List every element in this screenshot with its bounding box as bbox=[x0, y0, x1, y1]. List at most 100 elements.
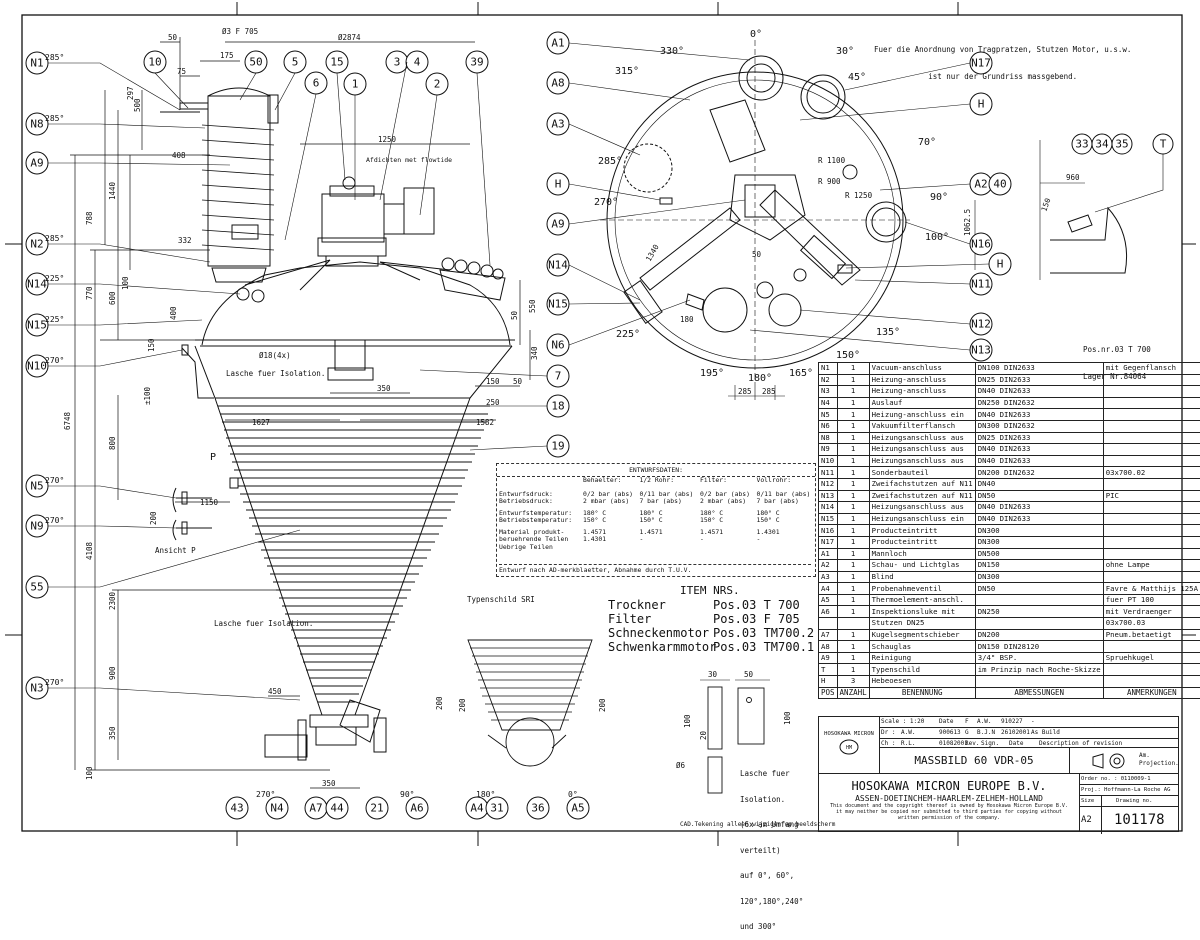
design-data-table: Behaelter: 1/2 Rohr: Filter: Vollrohr: E… bbox=[497, 477, 815, 551]
bubble-a9-plan: A9 bbox=[547, 213, 569, 235]
parts-cell: DN200 DIN2632 bbox=[975, 467, 1103, 479]
plan-angle-135: 135° bbox=[876, 327, 900, 338]
svg-text:50: 50 bbox=[249, 56, 262, 69]
parts-cell bbox=[1103, 420, 1200, 432]
parts-cell: Favre & Matthijs 125A bbox=[1103, 583, 1200, 595]
dim-350-v: 350 bbox=[108, 726, 117, 740]
parts-cell bbox=[975, 676, 1103, 688]
tb-dr-date: 900613 bbox=[939, 728, 965, 738]
dim-100-a: 100 bbox=[121, 276, 130, 290]
design-value: - bbox=[639, 536, 696, 544]
bubble-n6: N6 bbox=[547, 334, 569, 356]
svg-text:A9: A9 bbox=[30, 157, 43, 170]
parts-cell: 1 bbox=[837, 513, 869, 525]
dim-408: 408 bbox=[172, 151, 186, 160]
svg-text:15: 15 bbox=[330, 56, 343, 69]
parts-cell: N12 bbox=[819, 478, 838, 490]
bubble-a5: A5 bbox=[567, 797, 589, 819]
pos-note-line-1: Pos.nr.03 T 700 bbox=[1083, 345, 1151, 354]
label-lasche-2: Lasche fuer Isolation. bbox=[214, 619, 313, 628]
svg-text:N4: N4 bbox=[270, 802, 284, 815]
dim-50-top: 50 bbox=[168, 33, 178, 42]
item-pos: Pos.03 TM700.2 bbox=[713, 626, 814, 640]
design-label: Uebrige Teilen bbox=[499, 544, 579, 552]
order-no: Order no. : 0110009-1 bbox=[1079, 774, 1178, 785]
tb-date-label: Date bbox=[939, 717, 965, 727]
parts-cell: A9 bbox=[819, 652, 838, 664]
svg-text:A8: A8 bbox=[551, 77, 564, 90]
parts-cell bbox=[1103, 478, 1200, 490]
parts-cell: Zweifachstutzen auf N11 bbox=[869, 478, 975, 490]
svg-text:39: 39 bbox=[470, 56, 483, 69]
parts-cell: T bbox=[819, 664, 838, 676]
bubble-n11: N11 bbox=[970, 273, 992, 295]
tb-as-build: As Build bbox=[1031, 728, 1060, 738]
bubble-4: 4 bbox=[406, 51, 428, 73]
dim-400: 400 bbox=[169, 306, 178, 320]
dim-1150: 1150 bbox=[200, 498, 219, 507]
sub-dim-100-a: 100 bbox=[683, 714, 692, 728]
parts-cell: Schau- und Lichtglas bbox=[869, 560, 975, 572]
parts-cell: Typenschild bbox=[869, 664, 975, 676]
item-pos: Pos.03 T 700 bbox=[713, 598, 800, 612]
svg-text:N14: N14 bbox=[548, 259, 568, 272]
design-value: 1.4301 bbox=[583, 536, 635, 544]
parts-cell: Heizungsanschluss aus bbox=[869, 455, 975, 467]
svg-text:N16: N16 bbox=[971, 238, 991, 251]
svg-text:35: 35 bbox=[1115, 138, 1128, 151]
parts-cell bbox=[1103, 409, 1200, 421]
elevation-view bbox=[160, 88, 515, 760]
lasche-line-2: Isolation. bbox=[740, 796, 803, 805]
parts-cell: 1 bbox=[837, 641, 869, 653]
parts-cell bbox=[1103, 502, 1200, 514]
parts-cell: 03x700.02 bbox=[1103, 467, 1200, 479]
svg-text:T: T bbox=[1160, 138, 1167, 151]
design-data-footer: Entwurf nach AD-merkblaetter, Abnahme du… bbox=[499, 564, 811, 574]
svg-text:A2: A2 bbox=[974, 178, 987, 191]
design-label: Betriebstemperatur: bbox=[499, 517, 579, 525]
parts-cell: N10 bbox=[819, 455, 838, 467]
parts-cell bbox=[1103, 676, 1200, 688]
parts-cell: H bbox=[819, 676, 838, 688]
bubble-44: 44 bbox=[326, 797, 348, 819]
parts-cell: DN250 DIN2632 bbox=[975, 397, 1103, 409]
svg-text:H: H bbox=[555, 178, 562, 191]
bubble-35: 35 bbox=[1112, 134, 1132, 154]
design-value: 1.4571 bbox=[639, 529, 696, 537]
projection-symbol: Am. Projection. bbox=[1069, 747, 1178, 774]
item-name: Schwenkarmmotor bbox=[608, 640, 713, 654]
dim-1627: 1627 bbox=[252, 418, 270, 427]
dim-200-p: 200 bbox=[149, 511, 158, 525]
bubble-7: 7 bbox=[547, 365, 569, 387]
parts-cell: DN300 bbox=[975, 525, 1103, 537]
svg-text:44: 44 bbox=[330, 802, 344, 815]
parts-cell: Vakuumfilterflansch bbox=[869, 420, 975, 432]
bubble-n4: N4 bbox=[266, 797, 288, 819]
parts-cell: Probenahmeventil bbox=[869, 583, 975, 595]
dim-900: 900 bbox=[108, 666, 117, 680]
project: Proj.: Hoffmann-La Roche AG bbox=[1079, 785, 1178, 796]
tb-aw: A.W. bbox=[977, 717, 1001, 727]
parts-cell: PIC bbox=[1103, 490, 1200, 502]
parts-cell: DN200 bbox=[975, 629, 1103, 641]
parts-cell: DN40 DIN2633 bbox=[975, 502, 1103, 514]
arrangement-note-line-1: Fuer die Anordnung von Tragpratzen, Stut… bbox=[874, 45, 1131, 54]
angle-n5: 270° bbox=[45, 476, 64, 485]
dim-150-t: 150 bbox=[1039, 196, 1052, 212]
dim-770: 770 bbox=[85, 286, 94, 300]
